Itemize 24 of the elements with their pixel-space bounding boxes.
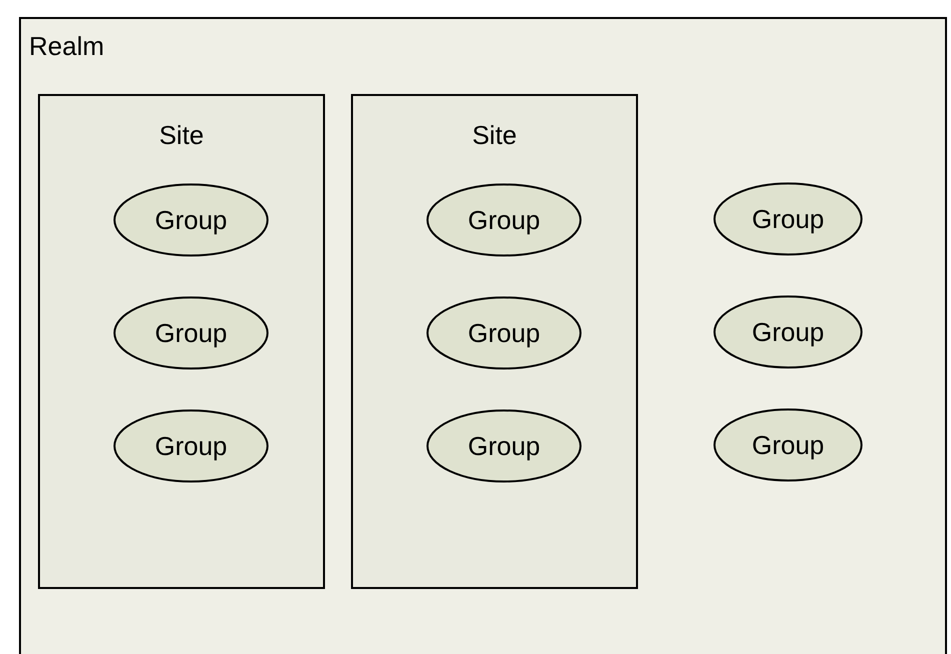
ellipse-node: [113, 183, 269, 257]
node-label: Group: [468, 204, 540, 236]
node-label: Group: [154, 204, 228, 236]
box-title: Site: [159, 120, 204, 151]
ellipse-node: [713, 295, 863, 369]
box-title: Site: [472, 120, 517, 151]
group-box: [351, 94, 638, 589]
ellipse-node: [713, 408, 863, 482]
node-label: Group: [154, 430, 228, 462]
ellipse-node: [426, 183, 582, 257]
ellipse-node: [426, 296, 582, 370]
node-label: Group: [752, 430, 824, 460]
node-label: Group: [154, 318, 228, 348]
node-label: Group: [468, 430, 540, 462]
ellipse-node: [113, 409, 269, 483]
ellipse-node: [426, 409, 582, 483]
group-box: [38, 94, 325, 589]
ellipse-node: [113, 296, 269, 370]
ellipse-node: [713, 182, 863, 256]
node-label: Group: [468, 318, 540, 348]
node-label: Group: [752, 204, 824, 234]
box-title: Realm: [29, 31, 104, 62]
node-label: Group: [752, 316, 824, 348]
container-box: [19, 17, 947, 654]
